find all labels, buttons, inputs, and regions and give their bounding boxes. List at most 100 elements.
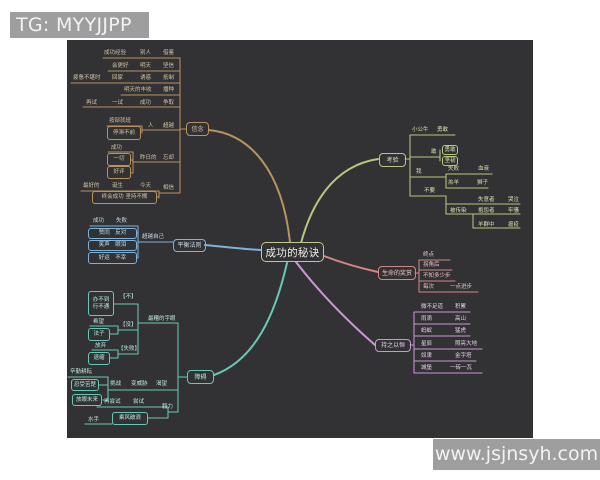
- node-label: 按部就班: [109, 118, 132, 124]
- node-label: 抵制: [163, 75, 175, 81]
- node-box: 终会成功 坚持不懈: [92, 191, 157, 204]
- node-label: 辛勤耕耘: [70, 369, 93, 375]
- node-label: 哭泣: [508, 197, 520, 203]
- node-label: 回家: [112, 75, 124, 81]
- branch-test-lines: [300, 134, 521, 244]
- node-box: 放眼未来: [72, 394, 102, 406]
- node-box: 好评: [107, 166, 131, 179]
- node-box: 笑声 眼泪: [88, 240, 137, 251]
- node-label: 羔羊: [448, 180, 460, 186]
- node-label: 【不】: [120, 294, 137, 300]
- node-box: 好运 不幸: [88, 252, 137, 264]
- node-label: 血液: [478, 166, 490, 172]
- node-label: 城堡: [421, 365, 433, 371]
- node-label: 变威胁: [131, 381, 148, 387]
- node-label: 播种: [163, 87, 175, 93]
- branch-balance-lines: [89, 225, 262, 259]
- node-label: 不知多少步: [423, 273, 451, 279]
- node-label: 成功: [111, 145, 123, 151]
- node-label: 疲惫不堪时: [73, 75, 101, 81]
- node-label: 敢: [431, 149, 437, 155]
- node-label: 失意者: [478, 197, 495, 203]
- node-label: 狮子: [477, 180, 489, 186]
- node-label: 我: [416, 169, 422, 175]
- node-box: 办不到 行不通: [88, 291, 114, 316]
- node-label: 【没】: [120, 322, 137, 328]
- central-topic: 成功的秘诀: [261, 242, 324, 262]
- node-label: 抱怨者: [478, 208, 495, 214]
- node-label: 最糟的字眼: [148, 316, 176, 322]
- branch-persistence-lines: [295, 261, 483, 374]
- node-label: 别人: [140, 50, 152, 56]
- node-label: 借鉴: [163, 50, 175, 56]
- node-label: 微不足道: [421, 304, 444, 310]
- node-label: 诱惑: [140, 75, 152, 81]
- node-label: 奴隶: [421, 353, 433, 359]
- node-label: 拐角后: [423, 262, 440, 268]
- node-label: 毅力: [162, 404, 174, 410]
- node-label: 渴望: [156, 381, 168, 387]
- node-label: 明天: [140, 63, 152, 69]
- node-label: 瘟疫: [508, 222, 520, 228]
- branch-belief-lines: [70, 57, 291, 243]
- node-label: 高山: [455, 316, 467, 322]
- node-box: 退缩: [88, 352, 110, 365]
- branch-obstacle-lines: [67, 262, 288, 425]
- node-label: 终点: [423, 252, 435, 258]
- branch-node: 考验: [379, 153, 406, 167]
- node-label: 一砖一瓦: [450, 365, 473, 371]
- node-box: 坚韧: [442, 156, 458, 166]
- node-label: 【失败】: [118, 346, 141, 352]
- node-label: 羊群中: [478, 222, 495, 228]
- node-box: 一切: [107, 153, 131, 166]
- node-label: 人: [148, 123, 154, 129]
- node-label: 昨日的: [140, 155, 157, 161]
- mindmap-background: [67, 40, 533, 438]
- node-label: 每次: [423, 284, 435, 290]
- node-label: 照亮大地: [455, 341, 478, 347]
- node-label: 最好的: [83, 183, 100, 189]
- node-label: 猛虎: [455, 328, 467, 334]
- node-label: 再试: [86, 100, 98, 106]
- node-label: 今天: [140, 183, 152, 189]
- node-label: 尝试: [133, 399, 145, 405]
- node-label: 放弃: [95, 343, 107, 349]
- node-box: 法子: [88, 328, 110, 341]
- branch-reward-lines: [323, 255, 479, 293]
- watermark-bottom: www.jsjnsyh.com: [433, 439, 600, 470]
- node-label: 相信: [163, 185, 175, 191]
- node-label: 不要: [424, 188, 436, 194]
- watermark-top: TG: MYYJJPP: [10, 12, 149, 38]
- node-label: 明天的丰收: [124, 87, 152, 93]
- node-box: 乘风破浪: [112, 412, 148, 425]
- node-label: 一点进步: [450, 284, 473, 290]
- branch-node: 障碍: [187, 370, 214, 384]
- node-label: 勇敢: [437, 127, 449, 133]
- node-label: 蚂蚁: [421, 328, 433, 334]
- node-label: 失败: [448, 166, 460, 172]
- node-label: 积累: [455, 304, 467, 310]
- node-label: 成功: [93, 218, 105, 224]
- node-label: 挑战: [110, 381, 122, 387]
- node-label: 会更好: [112, 63, 129, 69]
- node-label: 忘却: [163, 155, 175, 161]
- node-label: 水手: [88, 417, 100, 423]
- node-label: 超越: [163, 123, 175, 129]
- node-label: 诞生: [112, 183, 124, 189]
- branch-node: 平衡法则: [173, 239, 206, 252]
- node-label: 被传染: [450, 208, 467, 214]
- node-label: 坚信: [163, 63, 175, 69]
- node-label: 牢骚: [508, 208, 520, 214]
- node-box: 停滞不前: [107, 126, 141, 140]
- node-box: 勇敢: [442, 145, 458, 155]
- node-box: 忍受苦楚: [71, 379, 99, 391]
- node-label: 一试: [112, 100, 124, 106]
- node-box: 赞同 反对: [88, 228, 137, 239]
- branch-node: 持之以恒: [375, 339, 411, 352]
- node-label: 成功经验: [104, 50, 127, 56]
- node-label: 超越自己: [142, 234, 165, 240]
- node-label: 金字塔: [455, 353, 472, 359]
- node-label: 再尝试: [104, 399, 121, 405]
